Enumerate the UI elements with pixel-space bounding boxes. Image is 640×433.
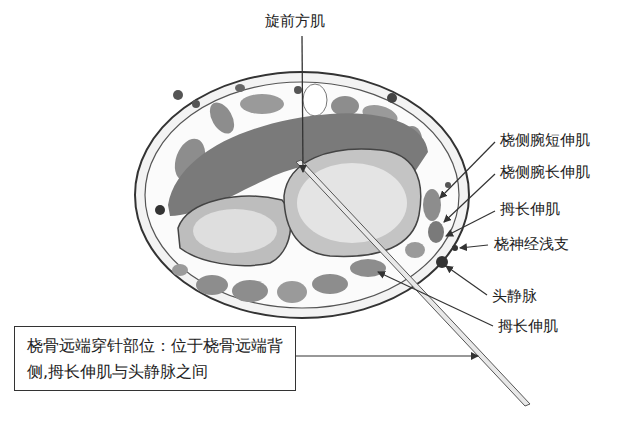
part-label: 头静脉 [491,287,538,305]
part-label: 拇长伸肌 [499,200,561,218]
part-label: 桡侧腕短伸肌 [499,131,591,149]
part-label: 旋前方肌 [264,12,326,30]
note-text: 桡骨远端穿针部位：位于桡骨远端背侧,拇长伸肌与头静脉之间 [27,333,283,384]
note-box: 桡骨远端穿针部位：位于桡骨远端背侧,拇长伸肌与头静脉之间 [14,326,296,391]
part-label: 拇长伸肌 [497,317,559,335]
part-label: 桡神经浅支 [493,235,570,253]
part-label: 桡侧腕长伸肌 [499,163,591,181]
